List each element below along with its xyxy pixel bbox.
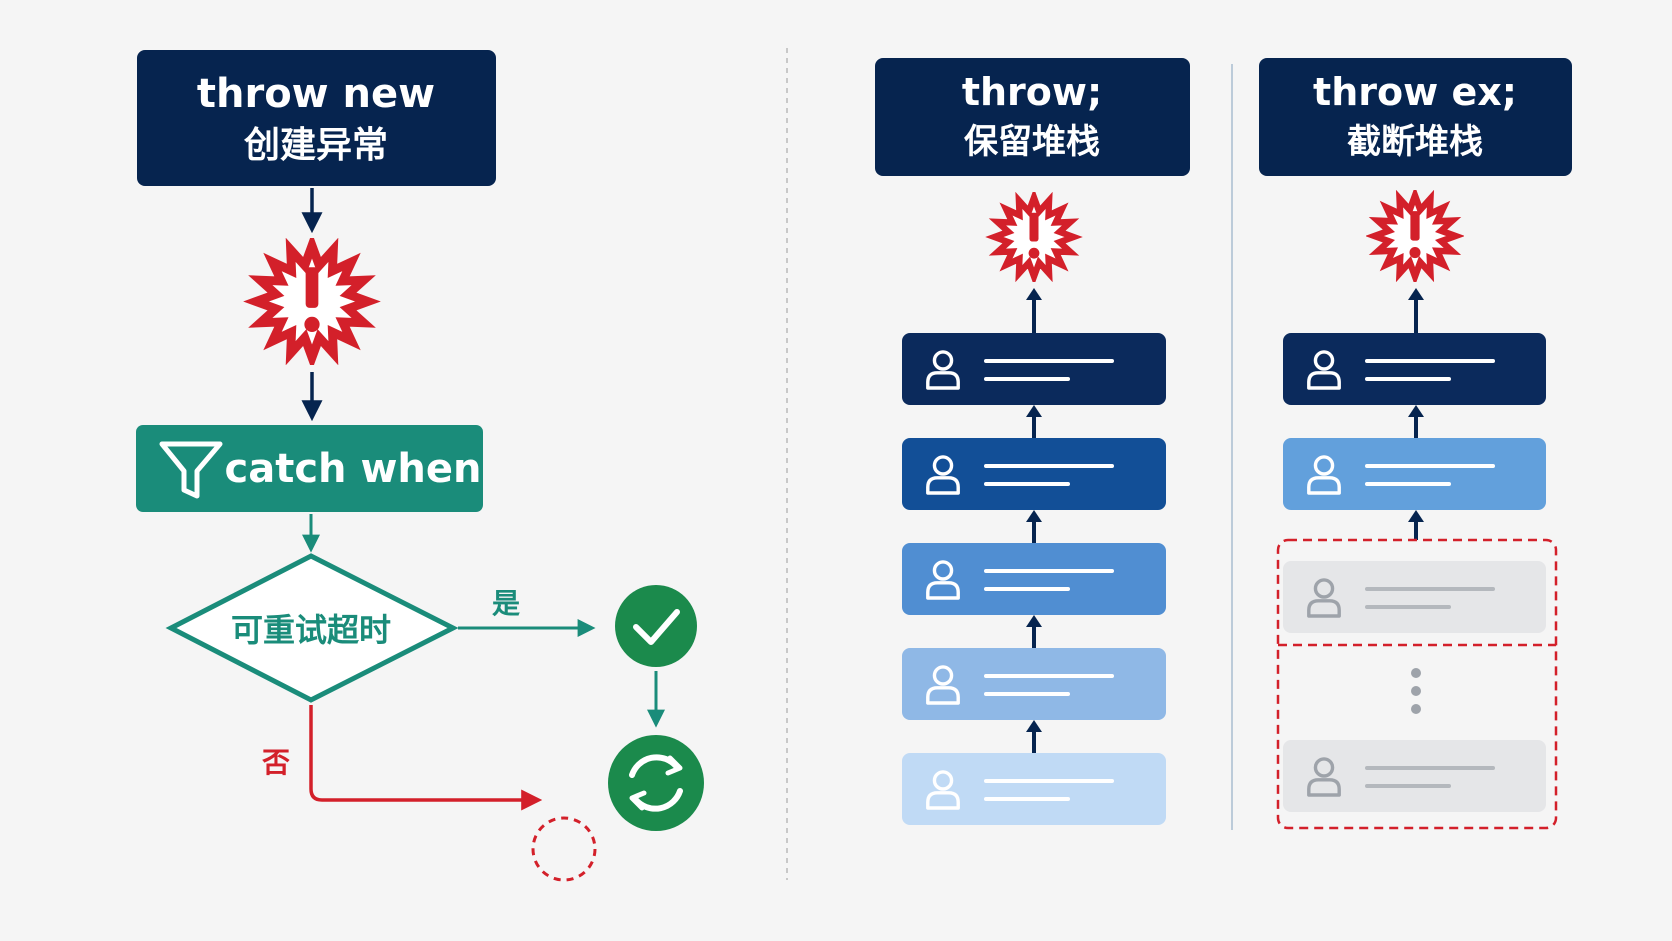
retry-refresh-icon — [608, 735, 704, 831]
stack-arrow-to-exception — [1026, 288, 1042, 333]
left-panel: throw new 创建异常 catch when 可重试超时 是 — [136, 50, 704, 882]
throw-rethrow-header: throw; 保留堆栈 — [875, 58, 1190, 176]
throw-ex-exception-burst-icon — [1375, 196, 1456, 277]
catch-when-box: catch when — [136, 425, 483, 512]
stack-frame — [902, 438, 1166, 510]
throw-ex-title: throw ex; — [1313, 70, 1517, 114]
stack-arrow-to-exception — [1408, 288, 1424, 333]
stack-frame — [1283, 333, 1546, 405]
decision-diamond: 可重试超时 — [165, 553, 459, 703]
filter-funnel-icon — [159, 441, 223, 499]
rethrow-exception-burst-icon — [994, 197, 1073, 276]
truncated-region — [1276, 538, 1558, 830]
arrow-no — [309, 705, 543, 811]
unhandled-dashed-circle — [531, 816, 597, 882]
middle-panel: throw; 保留堆栈 — [875, 58, 1190, 825]
yes-label: 是 — [492, 587, 520, 620]
stack-arrow — [1026, 405, 1042, 438]
throw-new-title: throw new — [197, 71, 435, 117]
throw-new-box: throw new 创建异常 — [137, 50, 496, 186]
stack-arrow — [1026, 720, 1042, 753]
ellipsis-dots — [1411, 668, 1421, 714]
stack-frame — [1283, 438, 1546, 510]
throw-ex-subtitle: 截断堆栈 — [1347, 122, 1483, 162]
throw-ex-header: throw ex; 截断堆栈 — [1259, 58, 1572, 176]
decision-label: 可重试超时 — [231, 611, 391, 649]
stack-arrow — [1408, 510, 1424, 540]
stack-arrow — [1026, 615, 1042, 648]
throw-rethrow-title: throw; — [962, 70, 1102, 114]
no-label: 否 — [262, 746, 290, 779]
stack-frame — [902, 648, 1166, 720]
stack-frame — [902, 333, 1166, 405]
stack-frame — [902, 543, 1166, 615]
throw-new-subtitle: 创建异常 — [244, 125, 388, 166]
success-check-icon — [615, 585, 697, 667]
preserved-stack — [902, 288, 1166, 825]
stack-arrow — [1408, 405, 1424, 438]
exception-burst-icon — [256, 246, 368, 358]
truncated-frame — [1283, 561, 1546, 633]
stack-frame — [902, 753, 1166, 825]
throw-rethrow-subtitle: 保留堆栈 — [964, 122, 1100, 162]
truncated-frame — [1283, 740, 1546, 812]
stack-arrow — [1026, 510, 1042, 543]
right-panel: throw ex; 截断堆栈 — [1259, 58, 1572, 830]
truncated-stack — [1276, 288, 1558, 830]
catch-when-label: catch when — [225, 446, 482, 492]
